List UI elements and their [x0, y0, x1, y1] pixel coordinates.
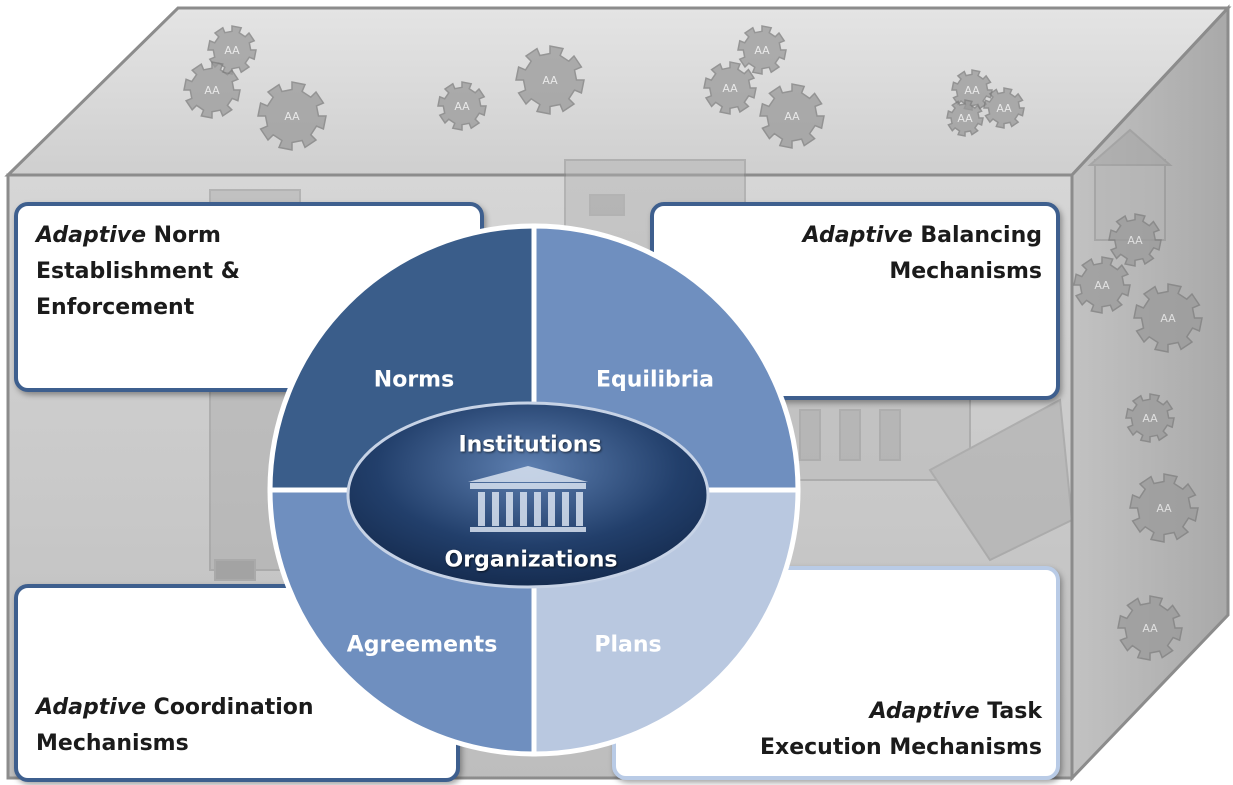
gear-label: AA	[454, 100, 470, 113]
adaptive-keyword: Adaptive	[36, 223, 147, 248]
gear-icon: AA	[1117, 595, 1183, 661]
gear-label: AA	[957, 112, 973, 125]
gear-icon: AA	[207, 25, 257, 75]
adaptive-keyword: Adaptive	[802, 223, 913, 248]
gear-icon: AA	[437, 81, 487, 131]
coordination-mechanisms-text: Adaptive Coordination Mechanisms	[36, 690, 314, 762]
gear-icon: AA	[737, 25, 787, 75]
building-icon	[468, 466, 588, 532]
gear-label: AA	[1142, 622, 1158, 635]
adaptive-keyword: Adaptive	[869, 699, 980, 724]
adaptive-keyword: Adaptive	[36, 695, 147, 720]
gear-icon: AA	[983, 87, 1025, 129]
gear-icon: AA	[515, 45, 585, 115]
gear-label: AA	[1094, 279, 1110, 292]
gear-label: AA	[754, 44, 770, 57]
organizations-label: Organizations	[444, 547, 618, 573]
quadrant-label-agreements: Agreements	[346, 632, 498, 658]
quadrant-label-equilibria: Equilibria	[595, 367, 715, 393]
gear-label: AA	[224, 44, 240, 57]
gear-icon: AA	[1073, 256, 1131, 314]
norm-enforcement-text: Adaptive Norm Establishment & Enforcemen…	[36, 218, 240, 326]
balancing-mechanisms-text: Adaptive Balancing Mechanisms	[803, 218, 1042, 290]
quadrant-label-plans: Plans	[594, 632, 662, 658]
text-line: Coordination	[146, 695, 314, 720]
text-line: Mechanisms	[36, 731, 189, 756]
gear-icon: AA	[1133, 283, 1203, 353]
gear-label: AA	[1156, 502, 1172, 515]
gear-label: AA	[784, 110, 800, 123]
gear-label: AA	[204, 84, 220, 97]
text-line: Norm	[146, 223, 221, 248]
text-line: Execution Mechanisms	[759, 735, 1042, 760]
gear-icon: AA	[1129, 473, 1199, 543]
gear-label: AA	[1160, 312, 1176, 325]
gear-icon: AA	[703, 61, 757, 115]
gear-icon: AA	[946, 99, 984, 137]
task-execution-text: Adaptive Task Execution Mechanisms	[760, 694, 1042, 766]
gear-icon: AA	[1125, 393, 1175, 443]
gear-icon: AA	[759, 83, 825, 149]
text-line: Enforcement	[36, 295, 195, 320]
gear-label: AA	[964, 84, 980, 97]
text-line: Task	[979, 699, 1042, 724]
gear-label: AA	[542, 74, 558, 87]
gear-label: AA	[996, 102, 1012, 115]
text-line: Establishment &	[36, 259, 240, 284]
gear-label: AA	[1142, 412, 1158, 425]
center-ellipse	[346, 401, 710, 589]
gear-icon: AA	[257, 81, 327, 151]
gear-label: AA	[722, 82, 738, 95]
gear-label: AA	[284, 110, 300, 123]
text-line: Balancing	[912, 223, 1042, 248]
quadrant-label-norms: Norms	[373, 367, 455, 393]
gear-label: AA	[1127, 234, 1143, 247]
gear-icon: AA	[183, 61, 241, 119]
institutions-label: Institutions	[458, 432, 602, 458]
gear-icon: AA	[1108, 213, 1162, 267]
text-line: Mechanisms	[889, 259, 1042, 284]
